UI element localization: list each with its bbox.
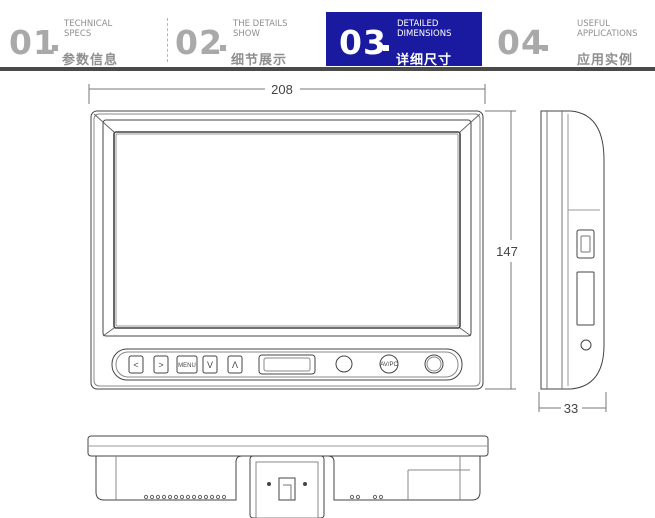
down-button[interactable] — [202, 355, 218, 374]
tab-title-en: USEFUL APPLICATIONS — [577, 19, 638, 39]
tab-title-en: THE DETAILS SHOW — [233, 19, 288, 39]
height-label: 147 — [496, 244, 518, 259]
menu-button-label: MENU — [178, 363, 196, 369]
tab-title-cn: 详细尺寸 — [396, 53, 453, 68]
up-button[interactable] — [227, 355, 243, 374]
tab-title-en: TECHNICAL SPECS — [64, 19, 113, 39]
tab-number-dot — [220, 45, 226, 51]
tab-number-dot — [383, 45, 389, 51]
active-tab-background — [326, 12, 482, 66]
down-button-label: V — [207, 360, 213, 370]
tab-number-dot — [52, 45, 58, 51]
dimension-drawing: 208 147 33 < > MENU V Λ AV/PC — [87, 82, 607, 518]
tab-title-en: DETAILED DIMENSIONS — [397, 19, 452, 39]
tab-useful-applications[interactable]: 04 USEFUL APPLICATIONS 应用实例 — [497, 14, 655, 68]
tab-number-dot — [542, 45, 548, 51]
up-button-label: Λ — [232, 360, 238, 370]
tab-detailed-dimensions[interactable]: 03 DETAILED DIMENSIONS 详细尺寸 — [339, 14, 482, 68]
width-dimension — [88, 84, 486, 104]
input-slot-icon — [576, 271, 595, 326]
tab-number: 04 — [497, 23, 545, 62]
depth-dimension — [538, 392, 607, 412]
monitor-front-view — [90, 110, 484, 390]
monitor-side-view — [540, 110, 605, 390]
vent-holes-icon — [143, 494, 384, 500]
depth-label: 33 — [564, 401, 578, 416]
dc-jack-icon — [580, 339, 592, 351]
right-button[interactable] — [153, 355, 169, 374]
width-label: 208 — [271, 82, 293, 97]
tab-number: 03 — [339, 23, 387, 62]
menu-button[interactable] — [176, 355, 198, 374]
hdmi-port-icon — [576, 229, 595, 259]
left-button[interactable] — [128, 355, 144, 374]
height-dimension — [485, 110, 516, 390]
tab-technical-specs[interactable]: 01 TECHNICAL SPECS 参数信息 — [9, 14, 159, 68]
tab-title-cn: 参数信息 — [62, 53, 119, 68]
power-led-icon — [335, 355, 353, 373]
left-button-label: < — [133, 360, 138, 370]
right-button-label: > — [158, 360, 163, 370]
tab-number: 01 — [9, 23, 57, 62]
tab-number: 02 — [175, 23, 223, 62]
tab-bar: 01 TECHNICAL SPECS 参数信息 02 THE DETAILS S… — [0, 0, 655, 72]
monitor-bottom-view — [87, 435, 489, 518]
power-button[interactable] — [424, 354, 444, 374]
ir-window — [258, 354, 316, 375]
tab-underline — [0, 67, 655, 71]
av-pc-button-label: AV/PC — [380, 362, 398, 368]
av-pc-button[interactable] — [379, 354, 399, 374]
tab-title-cn: 应用实例 — [577, 53, 634, 68]
tab-details-show[interactable]: 02 THE DETAILS SHOW 细节展示 — [175, 14, 325, 68]
tab-separator — [167, 18, 168, 62]
tab-title-cn: 细节展示 — [231, 53, 288, 68]
